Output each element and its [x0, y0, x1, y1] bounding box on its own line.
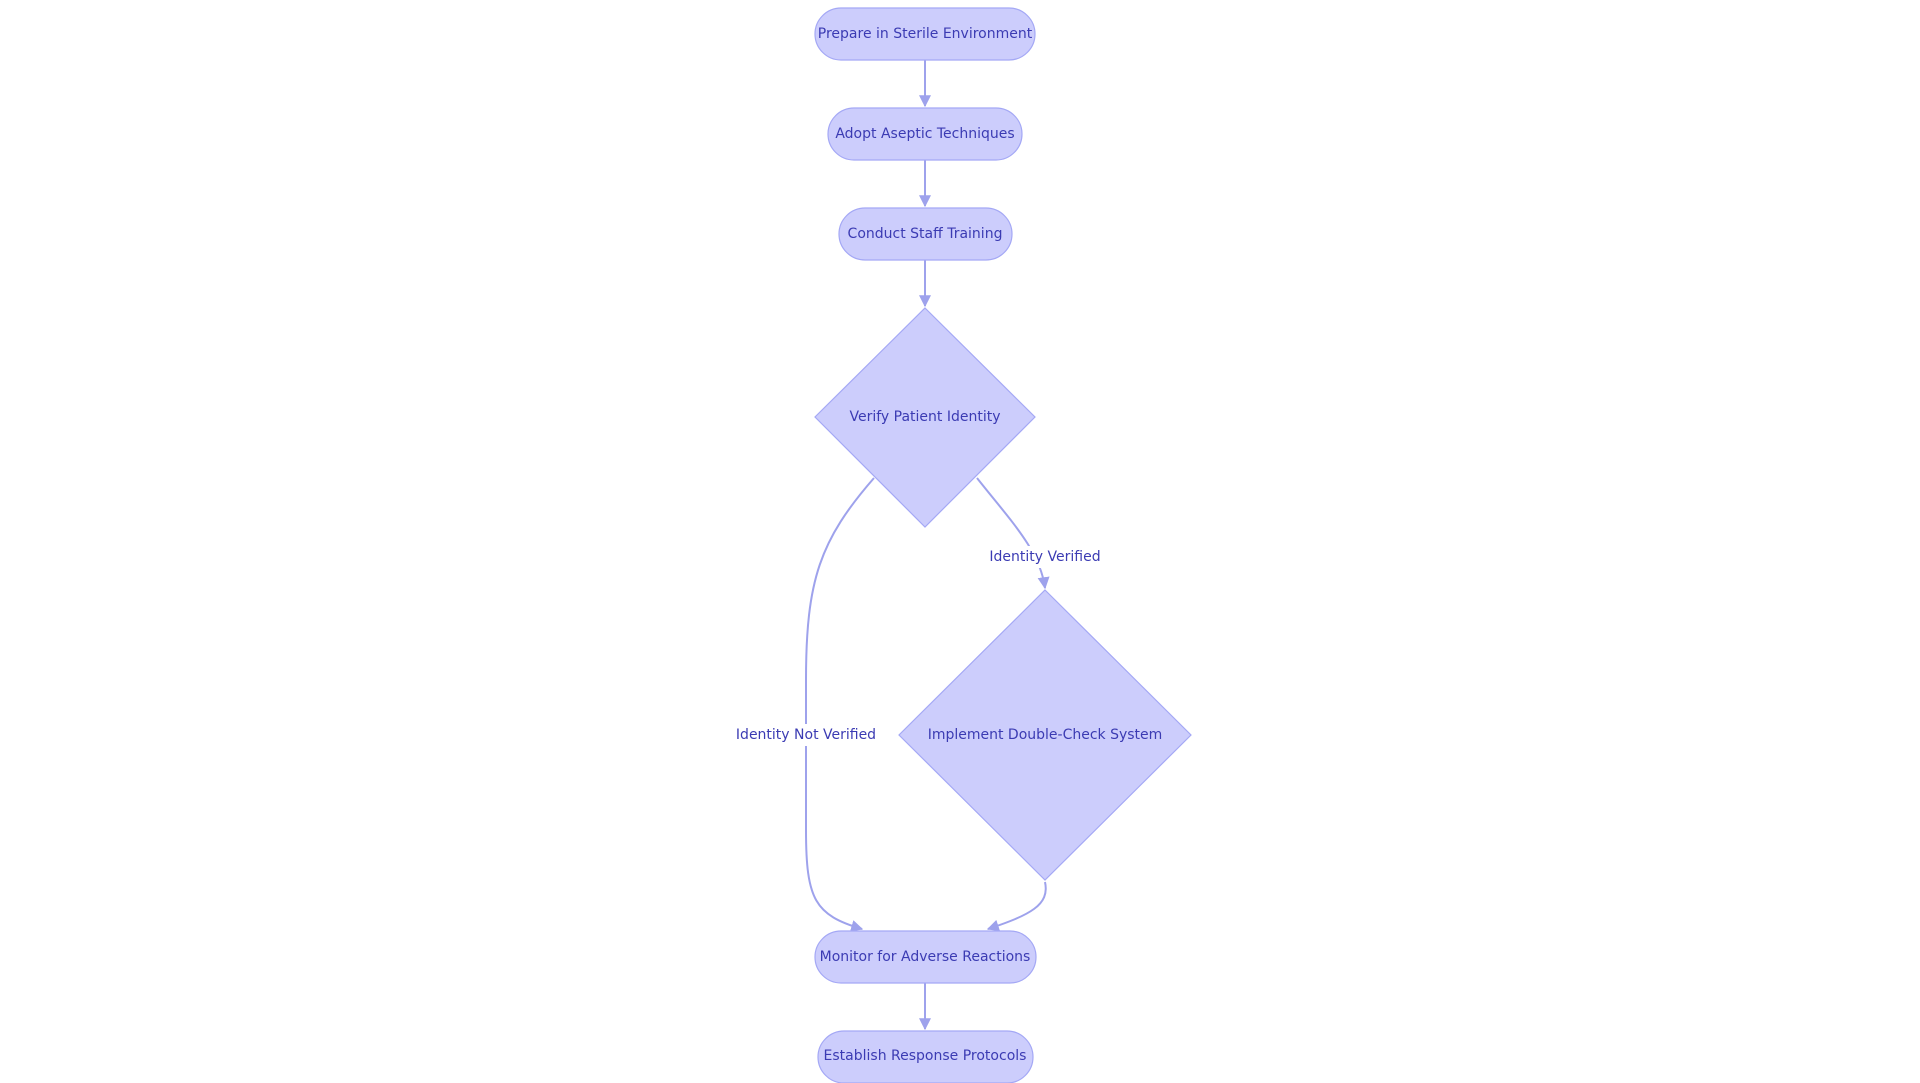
- edges: [805, 60, 1050, 1031]
- edge-verify-to-monitor: [805, 477, 875, 932]
- edge-verify-to-double-check: [976, 477, 1050, 590]
- edge-label-identity-not-verified-group: Identity Not Verified: [736, 724, 876, 746]
- node-aseptic[interactable]: Adopt Aseptic Techniques: [827, 107, 1023, 161]
- node-monitor-label: Monitor for Adverse Reactions: [820, 949, 1031, 965]
- node-prepare[interactable]: Prepare in Sterile Environment: [814, 7, 1036, 61]
- node-verify[interactable]: Verify Patient Identity: [814, 307, 1036, 528]
- node-double-check[interactable]: Implement Double-Check System: [898, 589, 1192, 881]
- edge-label-identity-not-verified: Identity Not Verified: [736, 727, 876, 743]
- node-training[interactable]: Conduct Staff Training: [838, 207, 1013, 261]
- node-aseptic-label: Adopt Aseptic Techniques: [835, 126, 1014, 142]
- node-prepare-label: Prepare in Sterile Environment: [818, 26, 1033, 42]
- node-verify-label: Verify Patient Identity: [849, 409, 1000, 425]
- edge-label-identity-verified-group: Identity Verified: [989, 546, 1101, 568]
- node-double-check-label: Implement Double-Check System: [928, 727, 1163, 743]
- edge-double-check-to-monitor: [986, 881, 1047, 932]
- node-training-label: Conduct Staff Training: [848, 226, 1003, 242]
- node-protocols[interactable]: Establish Response Protocols: [817, 1030, 1034, 1083]
- node-protocols-label: Establish Response Protocols: [824, 1048, 1027, 1064]
- edge-label-identity-verified: Identity Verified: [989, 549, 1100, 565]
- node-monitor[interactable]: Monitor for Adverse Reactions: [814, 930, 1037, 984]
